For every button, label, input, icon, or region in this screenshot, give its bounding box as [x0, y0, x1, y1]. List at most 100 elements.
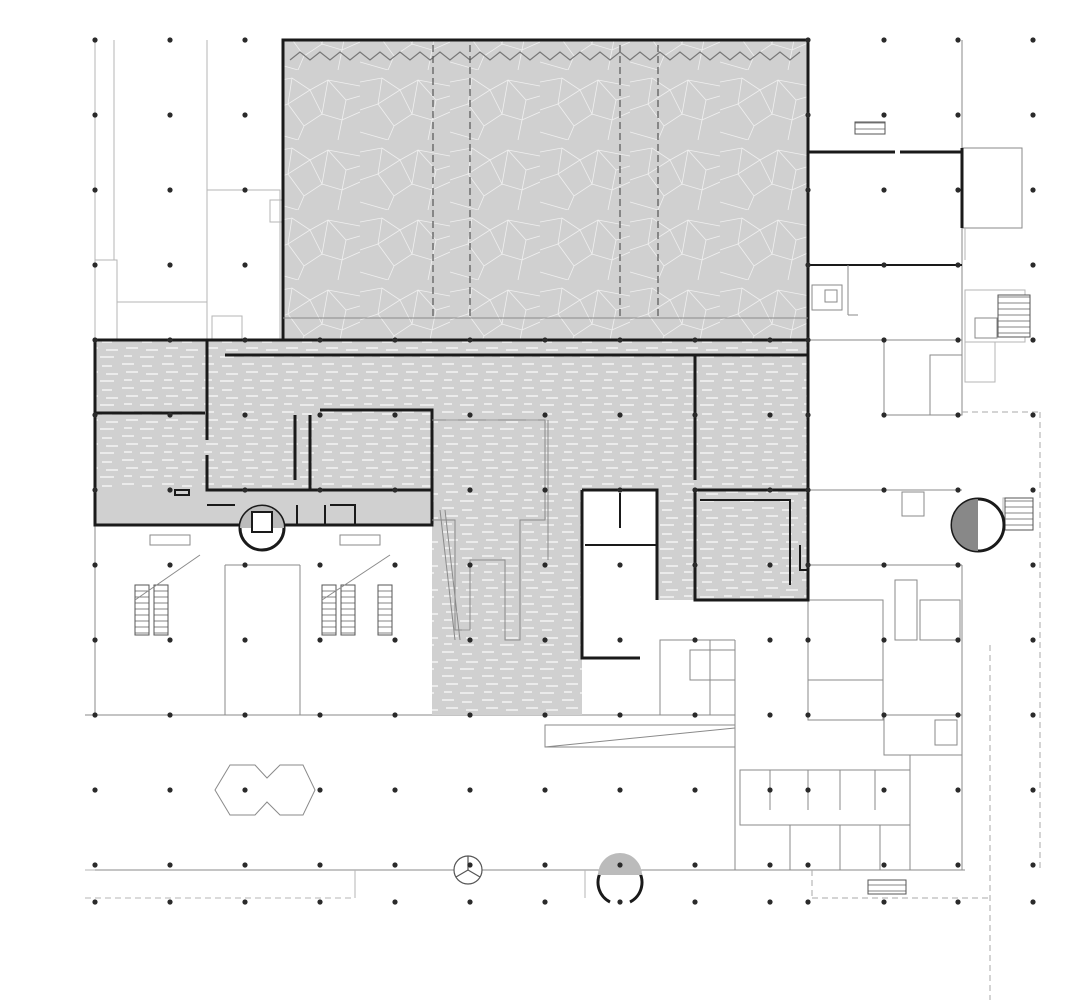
- column-grid-dot: [1030, 637, 1036, 643]
- column-grid-dot: [692, 637, 698, 643]
- column-grid-dot: [767, 637, 773, 643]
- stair-icon: [997, 294, 1031, 338]
- column-grid-dot: [955, 487, 961, 493]
- column-grid-dot: [881, 712, 887, 718]
- column-grid-dot: [955, 899, 961, 905]
- column-grid-dot: [881, 562, 887, 568]
- column-grid-dot: [692, 862, 698, 868]
- column-grid-dot: [392, 712, 398, 718]
- column-grid-dot: [805, 899, 811, 905]
- column-grid-dot: [805, 637, 811, 643]
- column-grid-dot: [167, 112, 173, 118]
- column-grid-dot: [955, 262, 961, 268]
- column-grid-dot: [1030, 337, 1036, 343]
- column-grid-dot: [692, 899, 698, 905]
- column-grid-dot: [167, 487, 173, 493]
- column-grid-dot: [92, 712, 98, 718]
- column-grid-dot: [955, 37, 961, 43]
- column-grid-dot: [167, 37, 173, 43]
- column-grid-dot: [881, 862, 887, 868]
- column-grid-dot: [92, 637, 98, 643]
- column-grid-dot: [692, 712, 698, 718]
- column-grid-dot: [542, 862, 548, 868]
- column-grid-dot: [692, 412, 698, 418]
- background-linework: [85, 40, 1041, 1000]
- column-grid-dot: [805, 37, 811, 43]
- column-grid-dot: [467, 637, 473, 643]
- column-grid-dot: [881, 37, 887, 43]
- main-hall: [281, 38, 810, 342]
- column-grid-dot: [242, 899, 248, 905]
- column-grid-dot: [1030, 562, 1036, 568]
- stair-icon: [867, 879, 907, 895]
- column-grid-dot: [881, 262, 887, 268]
- column-grid-dot: [167, 862, 173, 868]
- column-grid-dot: [317, 637, 323, 643]
- column-grid-dot: [881, 112, 887, 118]
- column-grid-dot: [542, 899, 548, 905]
- column-grid-dot: [317, 337, 323, 343]
- column-grid-dot: [1030, 262, 1036, 268]
- column-grid-dot: [1030, 187, 1036, 193]
- column-grid-dot: [242, 112, 248, 118]
- column-grid-dot: [881, 412, 887, 418]
- column-grid-dot: [542, 787, 548, 793]
- column-grid-dot: [167, 712, 173, 718]
- circular-stair-core-icon: [596, 853, 644, 904]
- column-grid-dot: [392, 337, 398, 343]
- column-grid-dot: [617, 562, 623, 568]
- column-grid-dot: [805, 112, 811, 118]
- column-grid-dot: [167, 187, 173, 193]
- column-grid-dot: [467, 787, 473, 793]
- column-grid-dot: [167, 899, 173, 905]
- column-grid-dot: [767, 412, 773, 418]
- column-grid-dot: [392, 562, 398, 568]
- column-grid-dot: [542, 487, 548, 493]
- north-arrow-icon: [453, 855, 483, 885]
- escalators: [134, 534, 393, 636]
- column-grid-dot: [542, 412, 548, 418]
- corridor-right: [808, 148, 964, 316]
- octagon-pavilion: [214, 764, 316, 816]
- column-grid-dot: [467, 487, 473, 493]
- column-grid-dot: [767, 899, 773, 905]
- circular-stair-core-icon: [950, 497, 1006, 553]
- column-grid-dot: [955, 562, 961, 568]
- column-grid-dot: [317, 862, 323, 868]
- column-grid-dot: [617, 712, 623, 718]
- column-grid-dot: [167, 637, 173, 643]
- column-grid-dot: [955, 112, 961, 118]
- column-grid-dot: [467, 712, 473, 718]
- column-grid-dot: [1030, 787, 1036, 793]
- column-grid-dot: [617, 862, 623, 868]
- column-grid-dot: [805, 412, 811, 418]
- column-grid-dot: [881, 787, 887, 793]
- column-grid-dot: [92, 337, 98, 343]
- stair-icon: [854, 121, 886, 135]
- column-grid-dot: [467, 337, 473, 343]
- column-grid-dot: [317, 787, 323, 793]
- column-grid-dot: [392, 862, 398, 868]
- column-grid-dot: [467, 862, 473, 868]
- column-grid-dot: [242, 337, 248, 343]
- column-grid-dot: [617, 487, 623, 493]
- column-grid-dot: [92, 862, 98, 868]
- column-grid-dot: [617, 899, 623, 905]
- column-grid-dot: [1030, 37, 1036, 43]
- column-grid: [92, 37, 1036, 905]
- column-grid-dot: [955, 412, 961, 418]
- column-grid-dot: [242, 637, 248, 643]
- circular-stair-core-icon: [238, 504, 286, 552]
- column-grid-dot: [955, 787, 961, 793]
- column-grid-dot: [1030, 862, 1036, 868]
- column-grid-dot: [617, 337, 623, 343]
- column-grid-dot: [881, 187, 887, 193]
- column-grid-dot: [92, 412, 98, 418]
- column-grid-dot: [617, 787, 623, 793]
- column-grid-dot: [805, 487, 811, 493]
- column-grid-dot: [317, 712, 323, 718]
- column-grid-dot: [317, 487, 323, 493]
- column-grid-dot: [392, 787, 398, 793]
- column-grid-dot: [692, 787, 698, 793]
